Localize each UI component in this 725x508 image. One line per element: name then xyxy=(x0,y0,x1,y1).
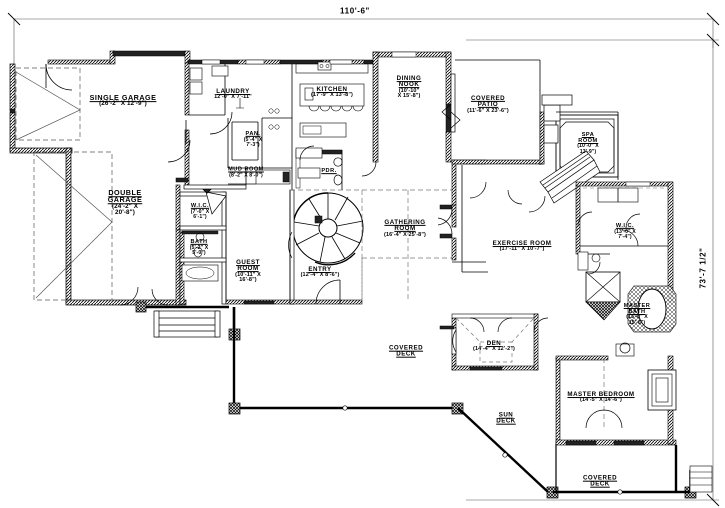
spiral-staircase xyxy=(292,192,364,266)
deck-steps xyxy=(153,310,221,338)
overall-width-dimension: 110'-6" xyxy=(340,6,370,16)
garage-door-swing xyxy=(45,63,73,91)
exterior-stair-right xyxy=(689,465,713,493)
deck-structure xyxy=(146,305,691,495)
interior-walls xyxy=(135,59,697,499)
exterior-walls xyxy=(9,50,452,306)
garage-cross-lines xyxy=(15,71,113,299)
dimension-lines xyxy=(7,12,720,507)
garage-parking-outlines xyxy=(15,67,113,301)
door-swings xyxy=(119,111,641,306)
overall-height-dimension: 73'-7 1/2" xyxy=(698,247,708,289)
windows xyxy=(201,51,651,187)
spa-stairs xyxy=(539,150,601,204)
